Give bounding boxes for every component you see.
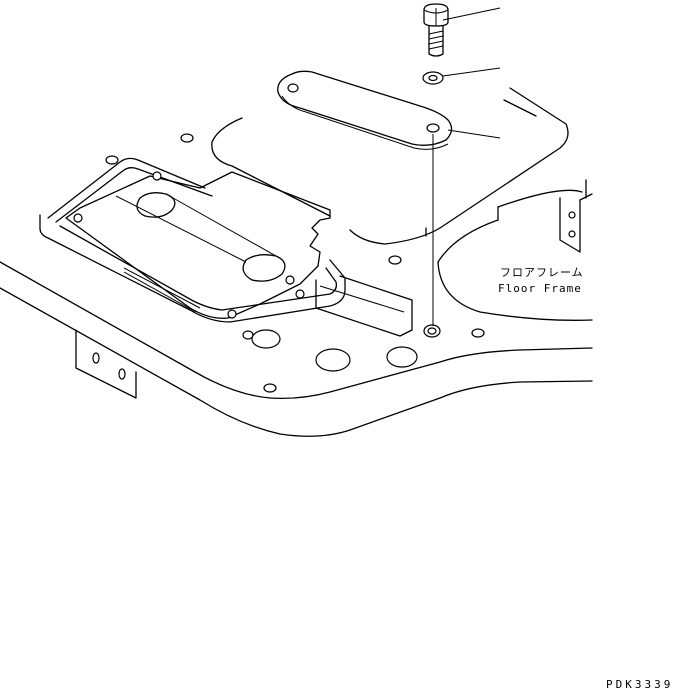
floor-frame-label-jp: フロアフレーム (500, 266, 584, 279)
drawing-code: PDK3339 (606, 678, 673, 691)
recessed-panel (39, 157, 413, 337)
floor-frame-icon (0, 87, 593, 437)
cover-plate-icon (277, 70, 501, 150)
bolt-icon (423, 3, 501, 57)
washer-icon (422, 67, 501, 85)
floor-frame-label-en: Floor Frame (498, 282, 582, 295)
